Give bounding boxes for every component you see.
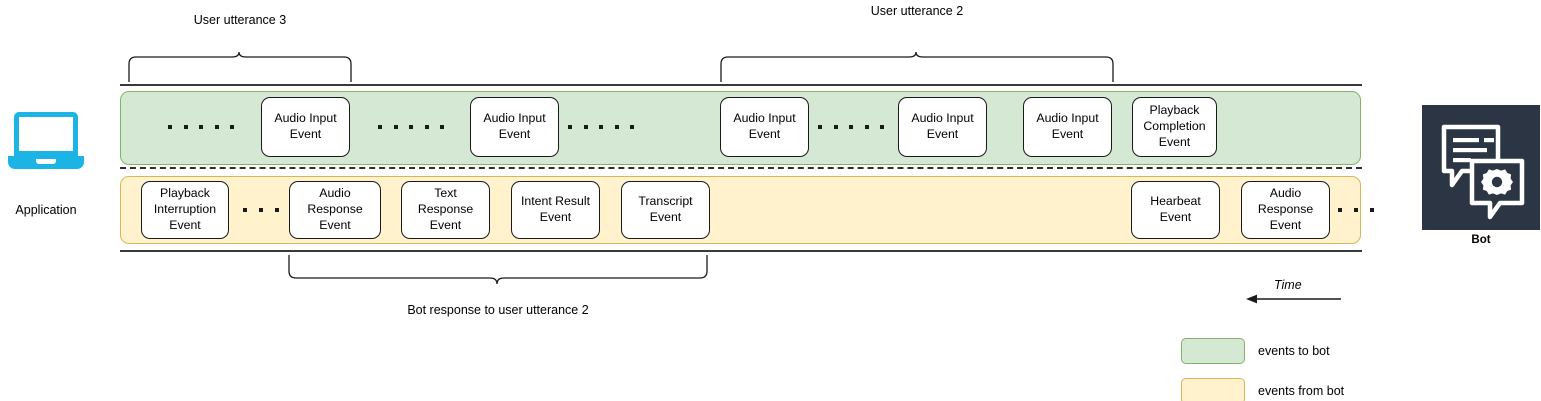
ellipsis-dots (168, 125, 234, 129)
legend-swatch-events-to-bot (1181, 338, 1245, 364)
time-axis-label: Time (1274, 278, 1302, 292)
dot (199, 125, 203, 129)
dot (259, 208, 263, 212)
dot (864, 125, 869, 129)
bot-label: Bot (1471, 234, 1491, 246)
time-arrow-icon (1246, 292, 1342, 306)
dot (230, 125, 234, 129)
dot (393, 125, 398, 129)
brace-user-utterance-2 (720, 51, 1114, 82)
laptop-screen (14, 112, 78, 156)
dot (214, 125, 219, 129)
dot (833, 125, 838, 129)
laptop-notch (36, 159, 56, 164)
dot (1338, 208, 1342, 212)
application-label: Application (15, 203, 77, 217)
dot (614, 125, 619, 129)
legend-swatch-events-from-bot (1181, 378, 1245, 401)
bot-icon (1422, 105, 1540, 230)
dot (630, 125, 634, 129)
label-user-utterance-2: User utterance 2 (870, 4, 964, 18)
ellipsis-dots (568, 125, 634, 129)
laptop-icon (8, 112, 84, 174)
dot (599, 125, 603, 129)
dot (168, 125, 172, 129)
ellipsis-dots (818, 125, 884, 129)
dot (440, 125, 444, 129)
dot (849, 125, 853, 129)
dot (275, 208, 279, 212)
dot (1354, 208, 1358, 212)
dot (818, 125, 822, 129)
dot (880, 125, 884, 129)
legend-label-events-to-bot: events to bot (1258, 344, 1330, 358)
rail-top (120, 84, 1362, 86)
brace-bot-response (288, 255, 708, 285)
rail-bottom (120, 250, 1362, 252)
dot (243, 208, 247, 212)
dot (378, 125, 382, 129)
dot (568, 125, 572, 129)
legend-label-events-from-bot: events from bot (1258, 384, 1345, 398)
ellipsis-dots (243, 208, 279, 212)
ellipsis-dots (378, 125, 444, 129)
lane-divider (120, 167, 1362, 169)
brace-user-utterance-3 (128, 51, 352, 82)
label-bot-response: Bot response to user utterance 2 (407, 303, 589, 317)
dot (583, 125, 588, 129)
dot (1370, 208, 1374, 212)
dot (183, 125, 188, 129)
label-user-utterance-3: User utterance 3 (193, 13, 287, 27)
dot (409, 125, 413, 129)
dot (424, 125, 429, 129)
ellipsis-dots (1338, 208, 1374, 212)
chat-bubbles-gear-icon (1441, 124, 1525, 220)
